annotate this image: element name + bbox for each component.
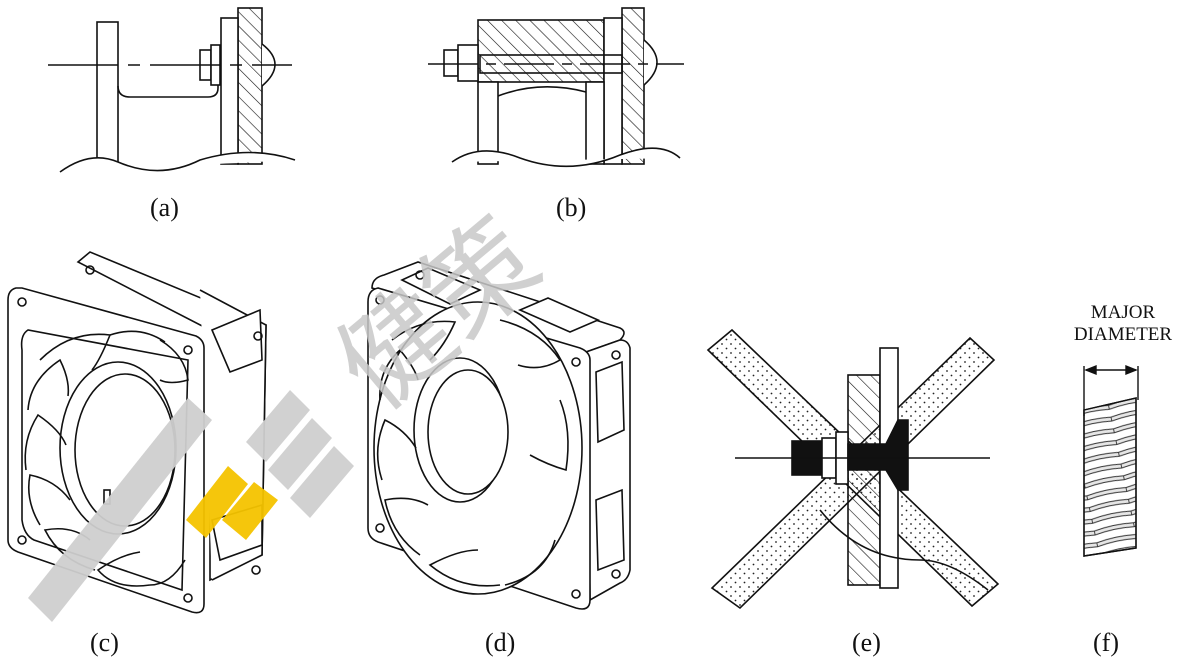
figure-a-drawing (48, 7, 296, 173)
dimension-label-line1: MAJOR (1090, 302, 1156, 323)
watermark (28, 390, 354, 622)
figure-f-drawing (1083, 364, 1139, 557)
figure-b-drawing (428, 7, 684, 168)
caption-a: (a) (150, 193, 179, 222)
dimension-label: MAJOR DIAMETER (1058, 302, 1188, 346)
figure-c-fan (7, 251, 267, 614)
caption-e: (e) (852, 628, 881, 657)
caption-f: (f) (1093, 628, 1119, 657)
dimension-label-line2: DIAMETER (1073, 324, 1173, 345)
caption-d: (d) (485, 628, 516, 657)
figure-e-drawing (706, 328, 1000, 610)
caption-b: (b) (556, 193, 587, 222)
caption-c: (c) (90, 628, 119, 657)
figure-d-fan (367, 261, 631, 610)
